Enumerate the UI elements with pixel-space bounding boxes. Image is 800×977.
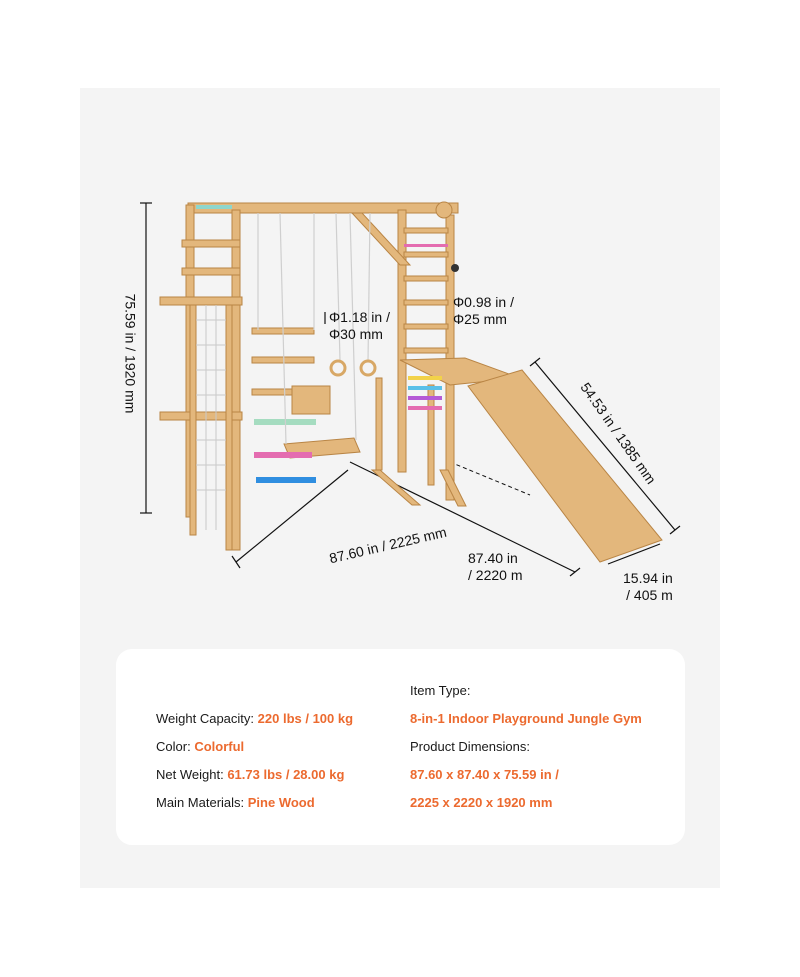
height-dimension-label: 75.59 in / 1920 mm [122, 293, 139, 414]
net-weight-value: 61.73 lbs / 28.00 kg [227, 767, 345, 782]
product-dimensions-line1: 87.60 x 87.40 x 75.59 in / [410, 767, 559, 782]
ladder-diameter-label: Φ0.98 in / Φ25 mm [453, 294, 514, 328]
ladder-diameter-line1: Φ0.98 in / [453, 294, 514, 310]
slide-width-label: 15.94 in / 405 m [623, 570, 673, 604]
main-materials-row: Main Materials: Pine Wood [156, 795, 315, 810]
main-materials-value: Pine Wood [247, 795, 315, 810]
item-type-label: Item Type: [410, 683, 471, 698]
ring-diameter-label: Φ1.18 in / Φ30 mm [329, 309, 390, 343]
ladder-diameter-line2: Φ25 mm [453, 311, 507, 327]
net-weight-row: Net Weight: 61.73 lbs / 28.00 kg [156, 767, 344, 782]
weight-capacity-row: Weight Capacity: 220 lbs / 100 kg [156, 711, 353, 726]
color-value: Colorful [194, 739, 245, 754]
net-weight-label: Net Weight: [156, 767, 224, 782]
slide-width-line2: / 405 m [626, 587, 673, 603]
main-materials-label: Main Materials: [156, 795, 245, 810]
depth-dimension-label: 87.40 in / 2220 m [468, 550, 522, 584]
weight-capacity-label: Weight Capacity: [156, 711, 255, 726]
depth-line2: / 2220 m [468, 567, 523, 583]
slide-width-line1: 15.94 in [623, 570, 673, 586]
color-label: Color: [156, 739, 191, 754]
weight-capacity-value: 220 lbs / 100 kg [257, 711, 354, 726]
item-type-value: 8-in-1 Indoor Playground Jungle Gym [410, 711, 642, 726]
ring-diameter-line2: Φ30 mm [329, 326, 383, 342]
ring-diameter-line1: Φ1.18 in / [329, 309, 390, 325]
color-row: Color: Colorful [156, 739, 244, 754]
product-dimensions-label: Product Dimensions: [410, 739, 530, 754]
spec-card [116, 649, 685, 845]
depth-line1: 87.40 in [468, 550, 518, 566]
product-dimensions-line2: 2225 x 2220 x 1920 mm [410, 795, 553, 810]
